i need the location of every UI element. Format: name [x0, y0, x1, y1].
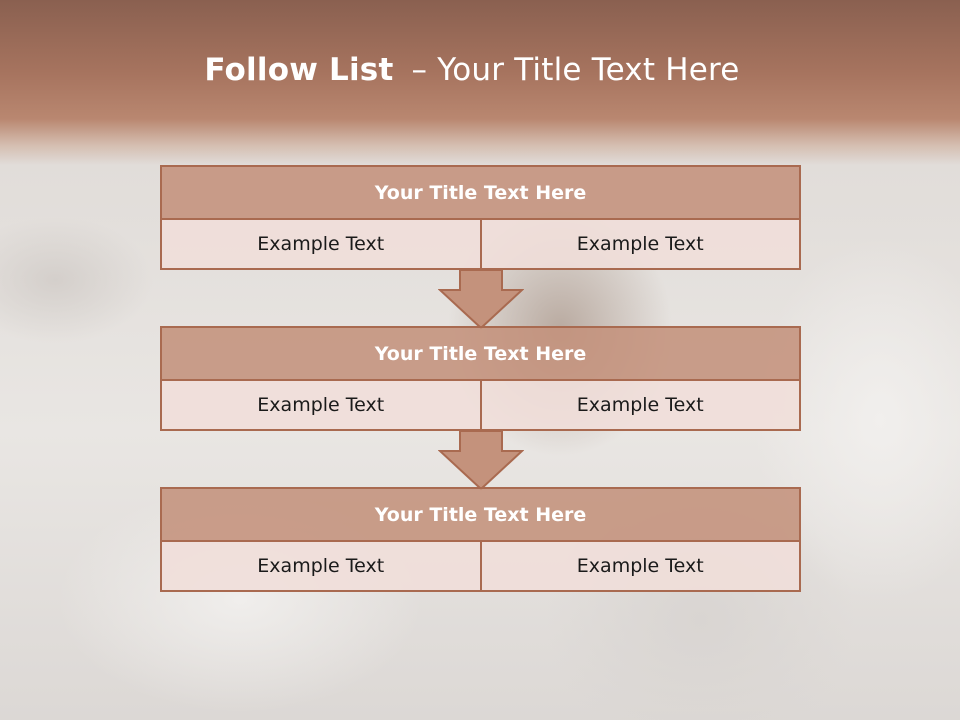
header-band	[0, 0, 960, 165]
list-block-1: Your Title Text Here Example Text Exampl…	[160, 165, 801, 270]
block-cell-right[interactable]: Example Text	[479, 381, 800, 429]
title-bold: Follow List	[204, 52, 394, 88]
block-title[interactable]: Your Title Text Here	[160, 326, 801, 381]
block-row: Example Text Example Text	[160, 220, 801, 270]
title-separator: –	[411, 52, 428, 88]
block-cell-right[interactable]: Example Text	[479, 542, 800, 590]
block-title[interactable]: Your Title Text Here	[160, 487, 801, 542]
block-cell-left[interactable]: Example Text	[257, 555, 385, 577]
title-rest: Your Title Text Here	[437, 52, 740, 88]
block-cell-right[interactable]: Example Text	[479, 220, 800, 268]
list-block-3: Your Title Text Here Example Text Exampl…	[160, 487, 801, 592]
slide-title: Follow List–Your Title Text Here	[0, 52, 944, 88]
block-title[interactable]: Your Title Text Here	[160, 165, 801, 220]
down-arrow-icon	[438, 270, 524, 330]
block-row: Example Text Example Text	[160, 381, 801, 431]
block-row: Example Text Example Text	[160, 542, 801, 592]
block-cell-left[interactable]: Example Text	[257, 394, 385, 416]
list-block-2: Your Title Text Here Example Text Exampl…	[160, 326, 801, 431]
block-cell-left[interactable]: Example Text	[257, 233, 385, 255]
down-arrow-icon	[438, 431, 524, 491]
